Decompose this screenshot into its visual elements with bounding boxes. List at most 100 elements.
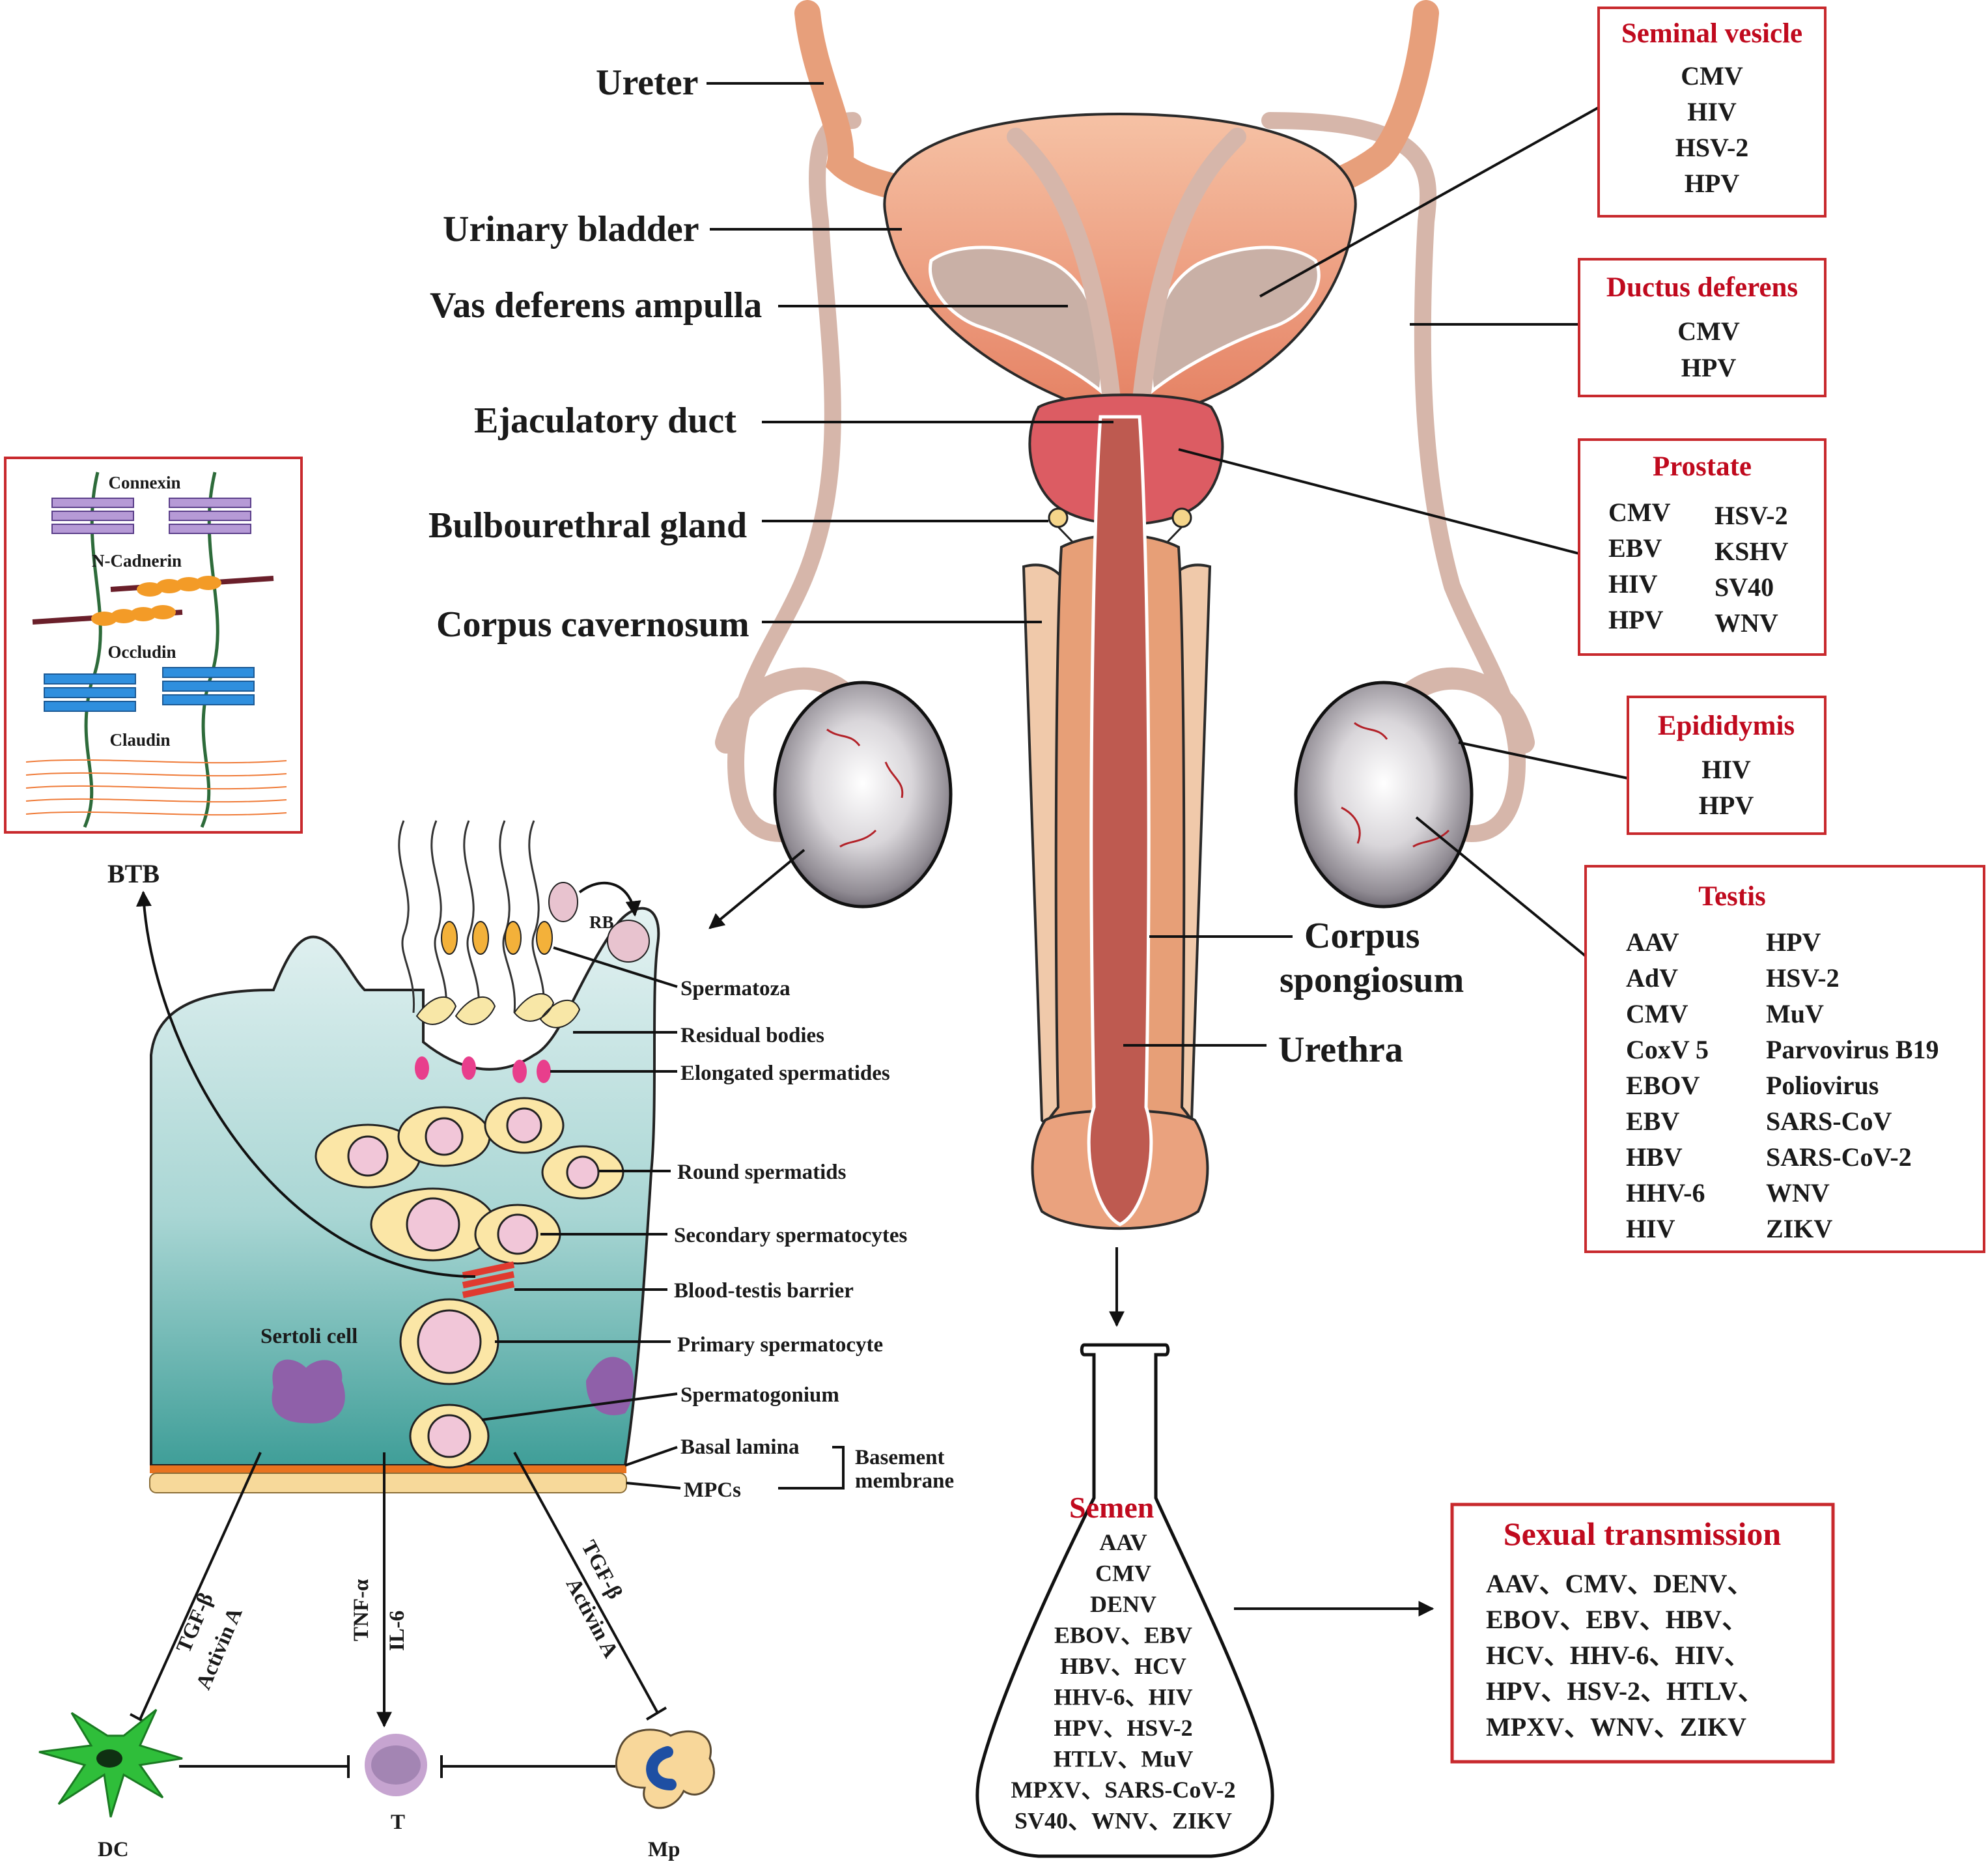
prostate-box: Prostate CMV EBV HIV HPV HSV-2 KSHV SV40…	[1578, 438, 1827, 656]
bulbourethral-gland-right	[1171, 507, 1192, 528]
label-ejaculatory-duct: Ejaculatory duct	[474, 401, 736, 441]
seminal-vesicle-box: Seminal vesicle CMV HIV HSV-2 HPV	[1597, 7, 1827, 218]
label-spermatoza: Spermatoza	[680, 977, 791, 1000]
section-labels: Spermatoza Residual bodies Elongated spe…	[481, 946, 954, 1502]
sexual-transmission-virus: AAV、CMV、DENV、	[1486, 1569, 1753, 1598]
prostate-virus: HSV-2	[1715, 501, 1788, 530]
semen-virus: HHV-6、HIV	[1054, 1684, 1192, 1710]
testis-left	[773, 681, 953, 909]
sexual-transmission-virus: EBOV、EBV、HBV、	[1486, 1605, 1748, 1634]
testis-virus: Parvovirus B19	[1766, 1035, 1939, 1064]
prostate-virus: WNV	[1715, 608, 1778, 638]
ductus-deferens-virus: CMV	[1677, 317, 1740, 346]
sexual-transmission-virus: MPXV、WNV、ZIKV	[1486, 1712, 1746, 1742]
label-residual-bodies: Residual bodies	[680, 1024, 824, 1047]
bulbourethral-gland-left	[1048, 507, 1069, 528]
label-round-spermatids: Round spermatids	[677, 1161, 847, 1184]
epididymis-virus: HIV	[1701, 755, 1751, 784]
label-corpus-cavernosum: Corpus cavernosum	[436, 604, 749, 645]
semen-virus: HPV、HSV-2	[1054, 1715, 1192, 1741]
mpc-layer	[149, 1473, 627, 1493]
dc-label: DC	[98, 1838, 129, 1861]
testis-virus: HIV	[1626, 1214, 1675, 1243]
label-spermatogonium: Spermatogonium	[680, 1383, 839, 1407]
semen-virus: DENV	[1090, 1591, 1156, 1617]
btb-junction	[462, 1261, 515, 1299]
label-secondary-spermatocytes: Secondary spermatocytes	[674, 1224, 908, 1247]
testis-virus: ZIKV	[1766, 1214, 1832, 1243]
t-signal: TNF-α IL-6	[350, 1574, 409, 1651]
sexual-transmission-virus: HPV、HSV-2、HTLV、	[1486, 1676, 1764, 1706]
testis-virus: CoxV 5	[1626, 1035, 1709, 1064]
ductus-deferens-box: Ductus deferens CMV HPV	[1578, 258, 1827, 397]
label-urethra: Urethra	[1278, 1030, 1403, 1070]
dendritic-cell	[38, 1708, 183, 1818]
mp-label: Mp	[648, 1838, 680, 1861]
epididymis-virus: HPV	[1699, 791, 1754, 820]
sexual-transmission-virus: HCV、HHV-6、HIV、	[1486, 1641, 1750, 1670]
macrophage	[615, 1729, 715, 1809]
seminal-vesicle-virus: HIV	[1687, 97, 1737, 126]
ductus-deferens-right	[1261, 112, 1526, 843]
sexual-transmission-box: Sexual transmission AAV、CMV、DENV、 EBOV、EB…	[1450, 1503, 1835, 1764]
btb-claudin: Claudin	[109, 730, 170, 750]
prostate-title: Prostate	[1653, 451, 1752, 482]
testis-virus: HBV	[1626, 1142, 1683, 1172]
secondary-spermatocytes	[370, 1187, 561, 1265]
testis-virus: EBOV	[1626, 1071, 1700, 1100]
urethra	[1087, 415, 1153, 1226]
testis-virus: HHV-6	[1626, 1178, 1705, 1207]
prostate-virus: KSHV	[1715, 537, 1788, 566]
residual-body-cell	[548, 882, 578, 922]
semen-virus: EBOV、EBV	[1054, 1622, 1192, 1648]
btb-occludin: Occludin	[107, 642, 176, 662]
label-basement-membrane: Basement membrane	[855, 1446, 954, 1493]
anatomy-labels: Ureter Urinary bladder Vas deferens ampu…	[428, 63, 1629, 1070]
sertoli-cell-label: Sertoli cell	[260, 1325, 357, 1348]
dc-signal: TGF-β Activin A	[162, 1585, 251, 1693]
basal-lamina	[150, 1465, 626, 1473]
seminal-vesicle-title: Seminal vesicle	[1621, 18, 1802, 49]
reproductive-anatomy	[708, 0, 1535, 1327]
label-corpus-spongiosum: Corpus spongiosum	[1280, 916, 1464, 1000]
testis-virus: HSV-2	[1766, 963, 1840, 993]
testis-virus: AdV	[1626, 963, 1678, 993]
immune-interactions: TGF-β Activin A TNF-α IL-6 Activin A TGF…	[38, 1452, 715, 1861]
testis-virus: HPV	[1766, 927, 1821, 957]
ductus-deferens-title: Ductus deferens	[1606, 272, 1798, 303]
prostate-virus: EBV	[1608, 533, 1662, 563]
testis-virus: SARS-CoV	[1766, 1107, 1892, 1136]
label-elongated-spermatides: Elongated spermatides	[680, 1062, 890, 1085]
label-vas-deferens-ampulla: Vas deferens ampulla	[430, 285, 762, 326]
btb-inset: Connexin N-Cadnerin Occludin	[4, 457, 303, 888]
testis-virus: CMV	[1626, 999, 1688, 1028]
testis-virus: SARS-CoV-2	[1766, 1142, 1912, 1172]
semen-virus: HBV、HCV	[1060, 1653, 1186, 1679]
epididymis-box: Epididymis HIV HPV	[1627, 696, 1827, 835]
semen-flask: Semen AAVCMVDENVEBOV、EBVHBV、HCVHHV-6、HIV…	[975, 1343, 1274, 1858]
epididymis-title: Epididymis	[1658, 711, 1795, 741]
prostate-virus: SV40	[1715, 572, 1774, 602]
seminal-vesicle-virus: HPV	[1685, 169, 1740, 198]
sexual-transmission-title: Sexual transmission	[1504, 1516, 1782, 1552]
connexin-blocks	[51, 498, 251, 534]
label-blood-testis-barrier: Blood-testis barrier	[674, 1279, 854, 1303]
semen-virus: CMV	[1095, 1560, 1151, 1587]
mp-signal: Activin A TGF-β	[549, 1536, 652, 1665]
testis-virus: WNV	[1766, 1178, 1830, 1207]
seminiferous-section: Sertoli cell RB	[135, 820, 660, 1493]
btb-caption: BTB	[107, 859, 160, 888]
testis-right	[1294, 681, 1474, 909]
label-primary-spermatocyte: Primary spermatocyte	[677, 1333, 883, 1357]
testis-virus: MuV	[1766, 999, 1824, 1028]
btb-connexin: Connexin	[108, 473, 180, 492]
testis-title: Testis	[1698, 881, 1766, 912]
testis-virus: Poliovirus	[1766, 1071, 1879, 1100]
primary-spermatocyte	[399, 1298, 499, 1385]
label-ureter: Ureter	[596, 63, 699, 103]
round-spermatids	[315, 1097, 624, 1200]
semen-virus: AAV	[1099, 1529, 1147, 1555]
label-bulbourethral-gland: Bulbourethral gland	[428, 505, 747, 546]
btb-n-cadherin: N-Cadnerin	[92, 551, 182, 571]
